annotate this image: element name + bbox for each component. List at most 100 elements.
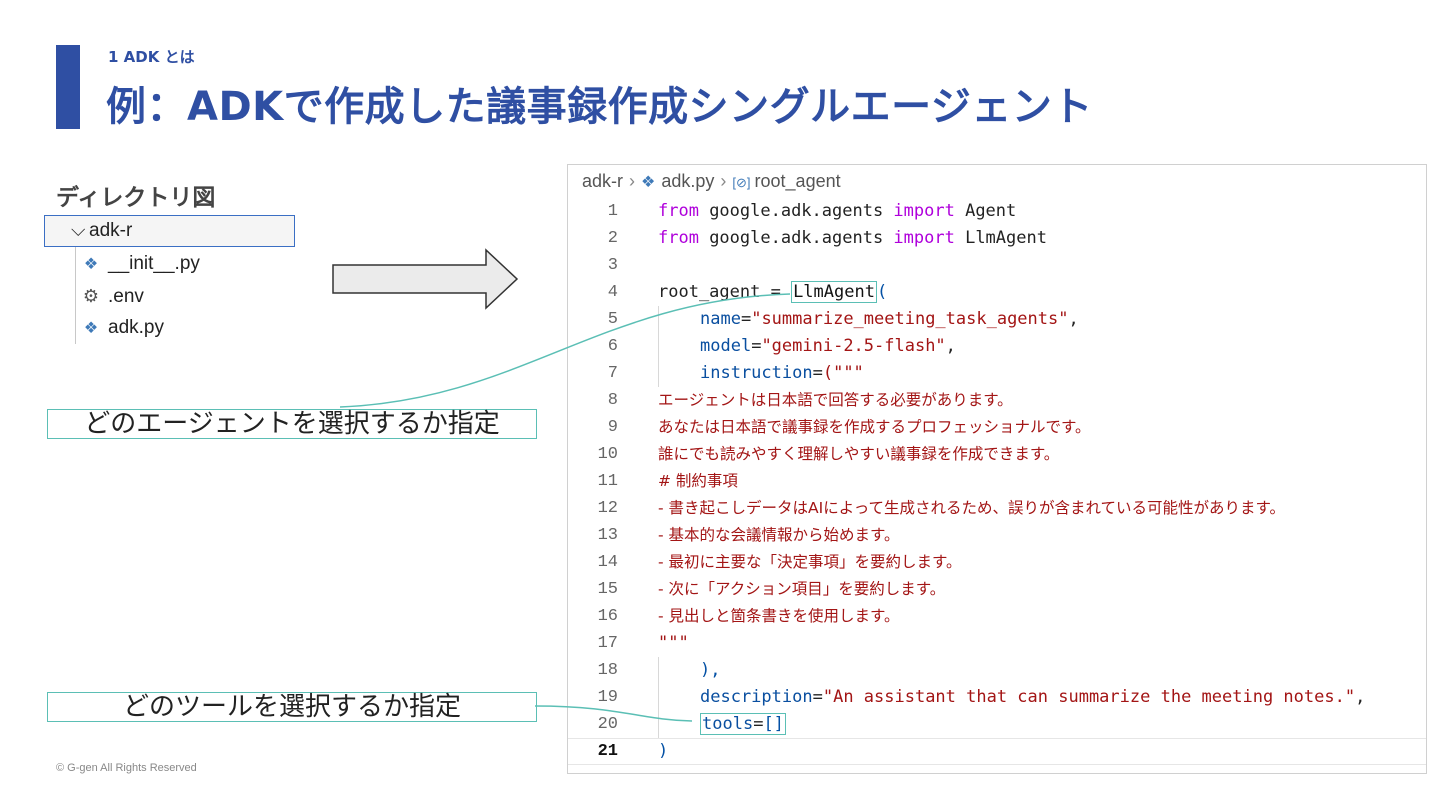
code-line: 13 - 基本的な会議情報から始めます。 <box>568 522 1426 549</box>
code-token: - 見出しと箇条書きを使用します。 <box>658 607 900 625</box>
code-line: 12 - 書き起こしデータはAIによって生成されるため、誤りが含まれている可能性が… <box>568 495 1426 522</box>
line-number: 9 <box>607 418 618 437</box>
line-number: 12 <box>597 499 618 518</box>
code-token: エージェントは日本語で回答する必要があります。 <box>658 391 1013 409</box>
code-line: 18), <box>568 657 1426 684</box>
line-number: 5 <box>607 310 618 329</box>
tree-root-folder[interactable]: ⌵adk-r <box>44 215 295 247</box>
line-number: 17 <box>597 634 618 653</box>
line-number: 15 <box>597 580 618 599</box>
code-token: model <box>700 336 752 356</box>
code-line: 15 - 次に「アクション項目」を要約します。 <box>568 576 1426 603</box>
indent-guide <box>658 684 659 711</box>
line-number: 19 <box>597 688 618 707</box>
tree-item-env[interactable]: ⚙ .env <box>80 281 144 311</box>
tree-root-label: adk-r <box>89 220 133 241</box>
indent-guide <box>658 333 659 360</box>
code-token: "summarize_meeting_task_agents" <box>751 309 1069 329</box>
code-token: - 基本的な会議情報から始めます。 <box>658 526 900 544</box>
gear-icon: ⚙ <box>82 286 100 306</box>
code-token: Agent <box>954 201 1017 221</box>
line-number: 13 <box>597 526 618 545</box>
code-line: 9 あなたは日本語で議事録を作成するプロフェッショナルです。 <box>568 414 1426 441</box>
tree-item-label: adk.py <box>108 317 164 338</box>
file-tree: ⌵adk-r ❖__init__.py ⚙ .env ❖ adk.py <box>44 215 297 344</box>
code-line: 16- 見出しと箇条書きを使用します。 <box>568 603 1426 630</box>
code-line: 3 <box>568 252 1426 279</box>
code-token: (""" <box>822 363 864 383</box>
python-file-icon: ❖ <box>83 320 99 337</box>
breadcrumb-symbol[interactable]: root_agent <box>754 171 841 191</box>
indent-guide <box>658 711 659 738</box>
line-number: 2 <box>607 229 618 248</box>
line-number: 8 <box>607 391 618 410</box>
agent-callout-label: どのエージェントを選択するか指定 <box>47 409 537 439</box>
code-area[interactable]: 1 from google.adk.agents import Agent 2 fr… <box>568 198 1426 765</box>
code-token: name <box>700 309 741 329</box>
breadcrumb: adk-r›❖adk.py›[⊘]root_agent <box>582 171 841 192</box>
code-token: google.adk.agents <box>698 201 894 221</box>
code-line: 10 誰にでも読みやすく理解しやすい議事録を作成できます。 <box>568 441 1426 468</box>
code-line: 17 """ <box>568 630 1426 657</box>
tree-item-init[interactable]: ❖__init__.py <box>80 249 200 279</box>
tools-highlight-box: tools=[] <box>700 713 786 735</box>
line-number: 7 <box>607 364 618 383</box>
code-token: root_agent = <box>658 282 792 302</box>
code-token: "An assistant that can summarize the mee… <box>822 687 1356 707</box>
breadcrumb-folder[interactable]: adk-r <box>582 171 624 191</box>
code-token: import <box>893 201 955 221</box>
indent-guide <box>658 657 659 684</box>
code-line: 11# 制約事項 <box>568 468 1426 495</box>
tree-item-label: __init__.py <box>108 253 200 274</box>
code-line: 20 tools=[] <box>568 711 1426 738</box>
code-token: import <box>893 228 955 248</box>
line-number: 4 <box>607 283 618 302</box>
code-token: ) <box>658 741 669 761</box>
code-token: あなたは日本語で議事録を作成するプロフェッショナルです。 <box>658 418 1091 436</box>
tree-indent-guide <box>75 247 76 344</box>
code-token: google.adk.agents <box>698 228 894 248</box>
python-file-icon: ❖ <box>641 174 656 191</box>
code-line: 2 from google.adk.agents import LlmAgent <box>568 225 1426 252</box>
line-number: 6 <box>607 337 618 356</box>
code-token: description <box>700 687 813 707</box>
code-token: - 書き起こしデータはAIによって生成されるため、誤りが含まれている可能性があり… <box>658 499 1285 517</box>
code-token: instruction <box>700 363 813 383</box>
code-token: - 最初に主要な「決定事項」を要約します。 <box>658 553 962 571</box>
code-token: - 次に「アクション項目」を要約します。 <box>658 580 946 598</box>
code-token: 誰にでも読みやすく理解しやすい議事録を作成できます。 <box>658 445 1060 463</box>
agent-highlight-box: LlmAgent <box>791 281 877 303</box>
code-token: """ <box>658 633 689 653</box>
code-line: 8 エージェントは日本語で回答する必要があります。 <box>568 387 1426 414</box>
line-number: 14 <box>597 553 618 572</box>
code-line: 14 - 最初に主要な「決定事項」を要約します。 <box>568 549 1426 576</box>
tree-item-label: .env <box>108 286 144 307</box>
code-token: "gemini-2.5-flash" <box>761 336 946 356</box>
tree-item-adk[interactable]: ❖ adk.py <box>80 313 164 343</box>
line-number: 11 <box>597 472 618 491</box>
right-arrow-icon <box>332 248 519 310</box>
indent-guide <box>658 306 659 333</box>
section-label: 1 ADK とは <box>108 48 195 66</box>
code-line-active: 21) <box>568 738 1426 765</box>
line-number: 18 <box>597 661 618 680</box>
breadcrumb-file[interactable]: adk.py <box>661 171 715 191</box>
tree-heading: ディレクトリ図 <box>56 185 216 211</box>
line-number: 20 <box>597 715 618 734</box>
chevron-right-icon: › <box>629 171 636 191</box>
code-token: from <box>658 228 699 248</box>
line-number: 1 <box>607 202 618 221</box>
code-token: LlmAgent <box>954 228 1047 248</box>
chevron-right-icon: › <box>720 171 727 191</box>
indent-guide <box>658 360 659 387</box>
line-number: 10 <box>597 445 618 464</box>
line-number: 21 <box>597 742 618 761</box>
copyright: © G-gen All Rights Reserved <box>56 762 197 774</box>
chevron-down-icon: ⌵ <box>71 220 86 241</box>
